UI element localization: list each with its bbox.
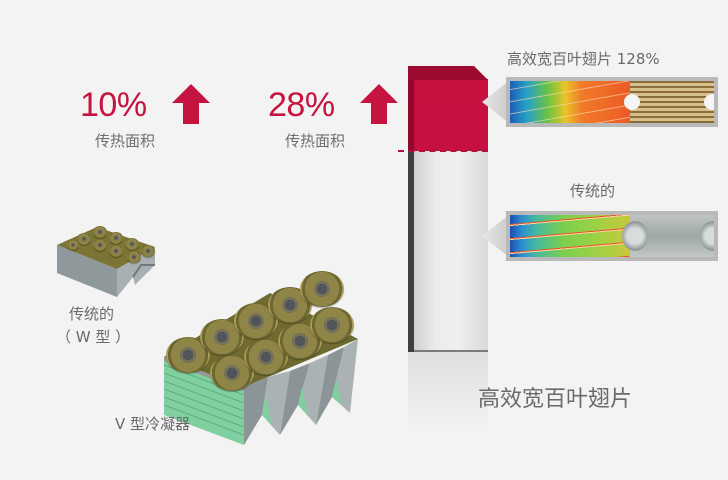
v-type-label: V 型冷凝器 xyxy=(115,415,191,433)
stat-value: 10% xyxy=(80,86,147,124)
w-type-label-line2: （ W 型 ） xyxy=(56,328,131,346)
bar-reflection xyxy=(408,352,488,432)
fin-panel-traditional xyxy=(506,211,718,261)
stat-label: 传热面积 xyxy=(285,132,346,150)
up-arrow-icon xyxy=(172,84,210,124)
fin-photo-high-efficiency xyxy=(624,81,714,123)
w-type-label-line1: 传统的 xyxy=(69,305,115,323)
baseline-dashed-line xyxy=(398,150,488,152)
fin-photo-traditional xyxy=(622,215,714,257)
stat-10-percent: 10% xyxy=(80,88,147,122)
bar-top-face xyxy=(408,66,488,80)
w-type-condenser-illustration xyxy=(55,225,165,300)
fin-title-traditional: 传统的 xyxy=(570,182,616,200)
heat-map-high-efficiency xyxy=(510,81,630,123)
bar-caption: 高效宽百叶翅片 xyxy=(478,387,633,412)
v-type-condenser-illustration xyxy=(160,271,360,445)
heat-map-traditional xyxy=(510,215,630,257)
fin-panel-high-efficiency xyxy=(506,77,718,127)
stat-28-percent: 28% xyxy=(268,88,335,122)
stat-label: 传热面积 xyxy=(95,132,156,150)
stat-value: 28% xyxy=(268,86,335,124)
bar-increase-section xyxy=(408,79,488,151)
fin-title-high-efficiency: 高效宽百叶翅片 128% xyxy=(507,50,660,68)
up-arrow-icon xyxy=(360,84,398,124)
bar-base-section xyxy=(408,148,488,352)
